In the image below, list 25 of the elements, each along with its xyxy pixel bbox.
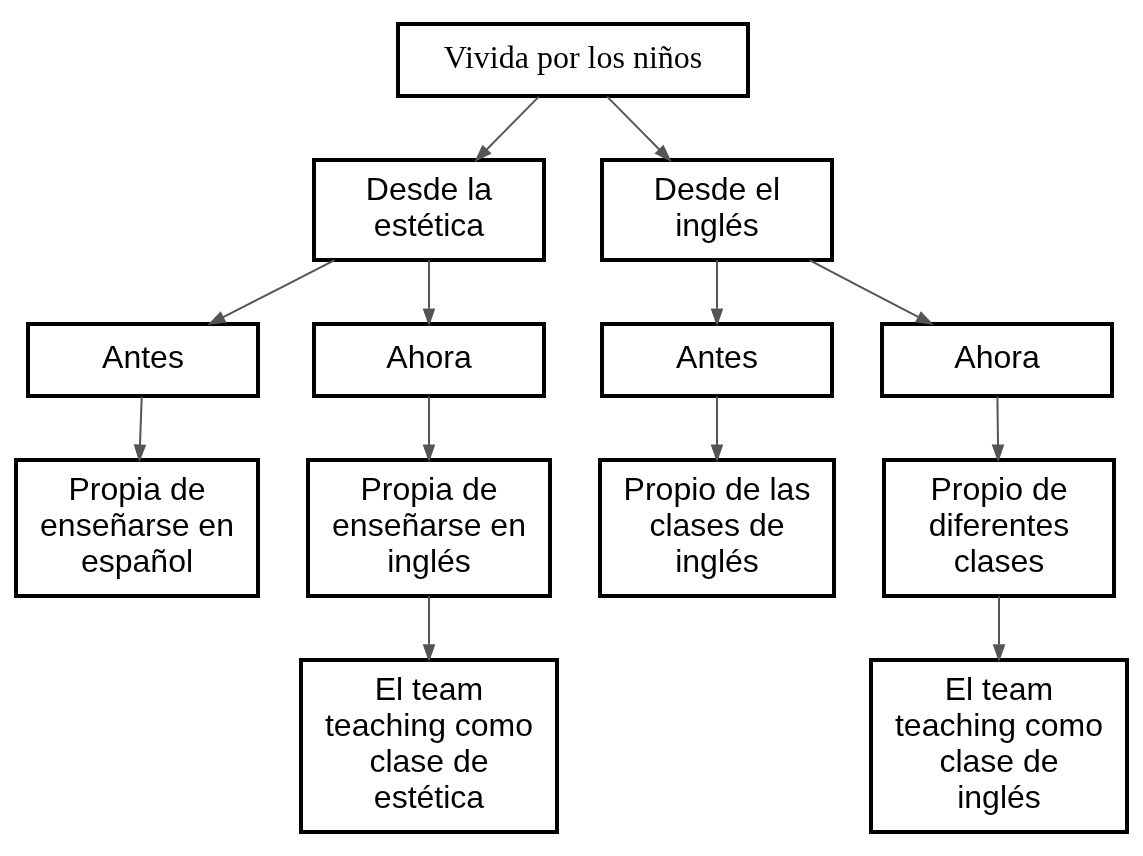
- arrow: [474, 95, 540, 162]
- arrow: [991, 395, 1005, 463]
- arrow: [606, 95, 672, 162]
- arrow: [992, 595, 1006, 663]
- node-box: Propia de enseñarse en inglés: [306, 458, 552, 598]
- node-box: Propio de diferentes clases: [882, 458, 1116, 598]
- arrow: [808, 259, 934, 326]
- node-box: Ahora: [880, 322, 1114, 398]
- arrow: [422, 395, 436, 463]
- node-box: Propia de enseñarse en español: [14, 458, 260, 598]
- node-box: Desde el inglés: [600, 158, 834, 262]
- node-box: Vivida por los niños: [396, 22, 750, 98]
- node-box: Propio de las clases de inglés: [598, 458, 836, 598]
- arrow: [422, 259, 436, 327]
- node-box: Desde la estética: [312, 158, 546, 262]
- arrow: [710, 395, 724, 463]
- arrow: [133, 395, 147, 463]
- arrow: [710, 259, 724, 327]
- node-box: Antes: [26, 322, 260, 398]
- arrow: [207, 259, 336, 326]
- node-box: El team teaching como clase de estética: [299, 658, 559, 834]
- node-box: Ahora: [312, 322, 546, 398]
- arrow: [422, 595, 436, 663]
- node-box: Antes: [600, 322, 834, 398]
- node-box: El team teaching como clase de inglés: [869, 658, 1129, 834]
